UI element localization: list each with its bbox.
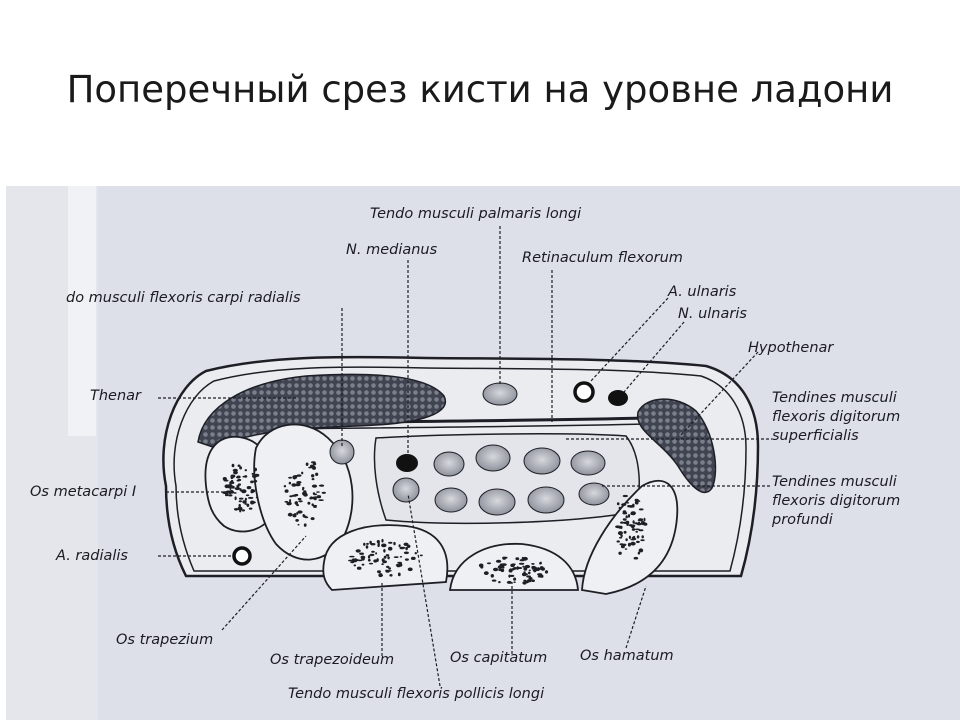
tendon-superficialis-1: [433, 451, 465, 477]
slide-title: Поперечный срез кисти на уровне ладони: [66, 68, 894, 111]
tendon-flexor-pollicis-longus: [392, 477, 420, 503]
bone-capitatum: [448, 542, 579, 591]
label-os-metacarpi: Os metacarpi I: [30, 484, 136, 500]
label-retinaculum: Retinaculum flexorum: [522, 250, 683, 266]
tendon-superficialis-2: [475, 444, 511, 472]
tendon-profundus-4: [578, 482, 610, 506]
label-a-ulnaris: A. ulnaris: [667, 284, 737, 300]
tendon-profundus-3: [527, 486, 565, 514]
diagram-photo: Tendo musculi palmaris longi N. medianus…: [6, 186, 960, 720]
ulnar-artery: [573, 381, 595, 403]
label-tendo-palmaris: Tendo musculi palmaris longi: [370, 206, 581, 222]
label-os-capitatum: Os capitatum: [450, 650, 547, 666]
label-tfds-2: flexoris digitorum: [772, 409, 900, 425]
hand-cross-section-diagram: Tendo musculi palmaris longi N. medianus…: [6, 186, 900, 720]
fascia-outline: [173, 366, 747, 572]
label-n-ulnaris: N. ulnaris: [678, 306, 747, 322]
hypothenar-muscle: [637, 398, 717, 494]
tendon-profundus-2: [478, 488, 516, 516]
ulnar-nerve: [608, 390, 628, 406]
label-tfdp-2: flexoris digitorum: [772, 493, 900, 509]
paper-strip: [68, 186, 96, 436]
leader-lines: [158, 226, 772, 687]
tendon-palmaris-longus: [482, 382, 518, 406]
label-thenar: Thenar: [90, 388, 142, 404]
label-tfdp-3: profundi: [771, 512, 833, 528]
label-os-hamatum: Os hamatum: [580, 648, 674, 664]
bone-speckles: [222, 461, 648, 585]
tendons-group: [329, 382, 610, 516]
tendon-profundus-1: [434, 487, 468, 513]
label-flexor-carpi-radialis: do musculi flexoris carpi radialis: [66, 290, 301, 306]
label-tendo-flexor-pollicis: Tendo musculi flexoris pollicis longi: [288, 686, 544, 702]
label-tfds-1: Tendines musculi: [772, 390, 897, 406]
label-tfdp-1: Tendines musculi: [772, 474, 897, 490]
radial-artery: [232, 546, 252, 566]
label-a-radialis: A. radialis: [55, 548, 128, 564]
label-n-medianus: N. medianus: [346, 242, 438, 258]
label-os-trapezoideum: Os trapezoideum: [270, 652, 394, 668]
tendon-superficialis-4: [570, 450, 606, 476]
median-nerve: [396, 454, 418, 472]
label-os-trapezium: Os trapezium: [116, 632, 213, 648]
label-tfds-3: superficialis: [772, 428, 859, 444]
tendon-superficialis-3: [523, 447, 561, 475]
label-hypothenar: Hypothenar: [748, 340, 834, 356]
